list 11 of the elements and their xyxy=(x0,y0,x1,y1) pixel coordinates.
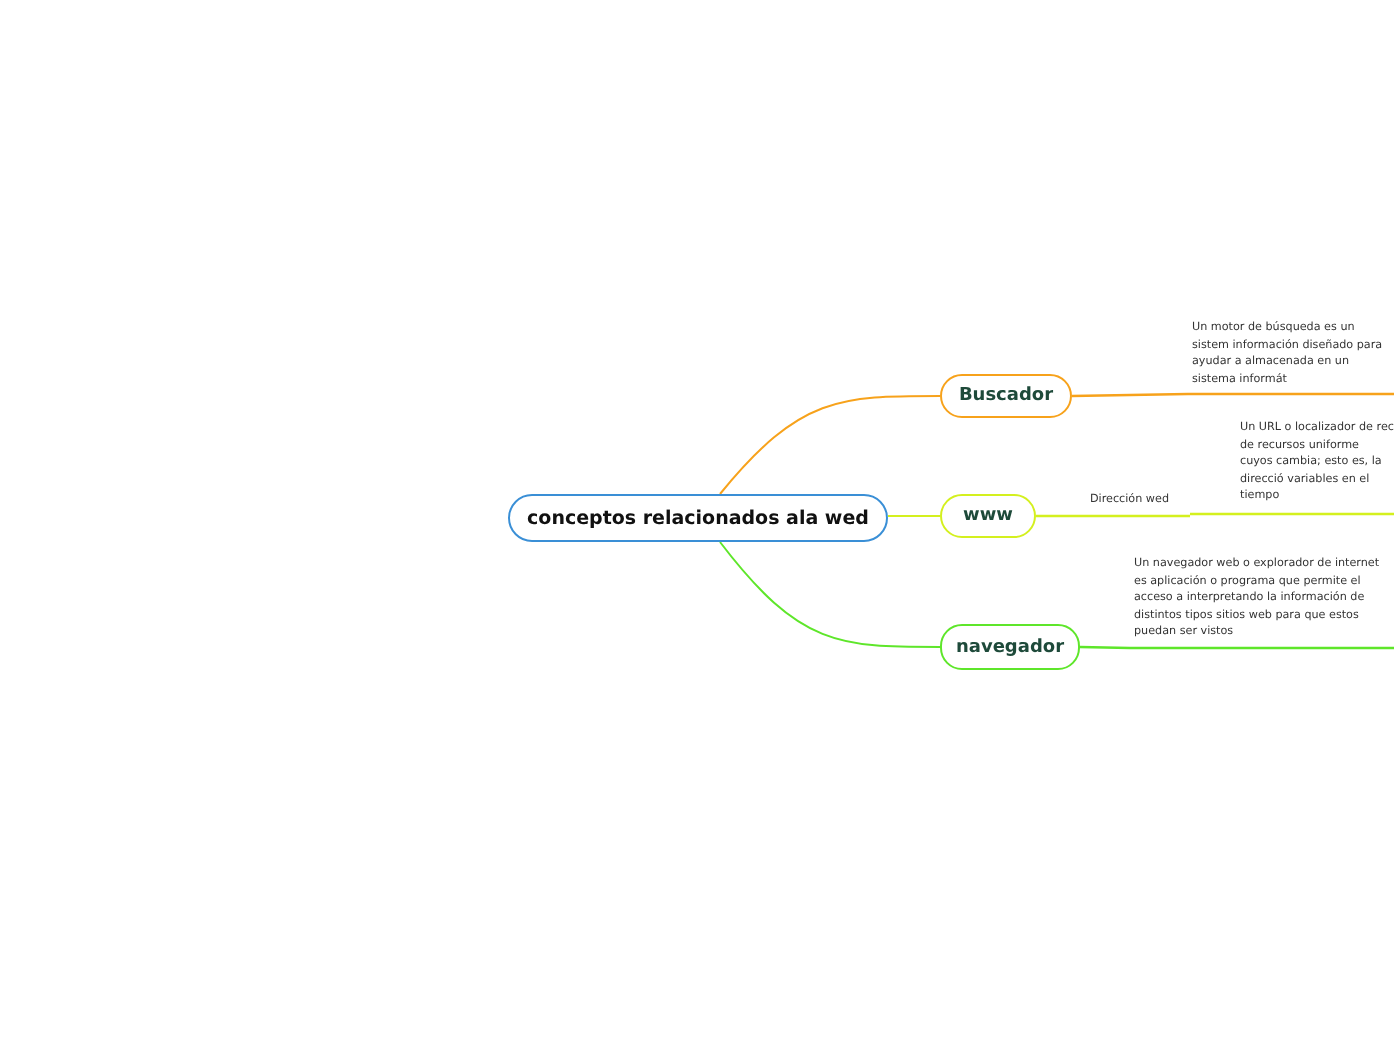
topic-box: Buscador xyxy=(940,374,1072,418)
connector-line xyxy=(887,515,941,517)
connector-line xyxy=(1071,392,1394,398)
central-topic: conceptos relacionados ala wed xyxy=(508,494,888,542)
connector-line xyxy=(1190,512,1394,516)
connector-line xyxy=(719,541,941,648)
topic-box: navegador xyxy=(940,624,1080,670)
connector-line xyxy=(1036,514,1190,518)
topic-box: www xyxy=(940,494,1036,538)
connector-line xyxy=(1079,645,1394,650)
connector-line xyxy=(719,395,941,495)
